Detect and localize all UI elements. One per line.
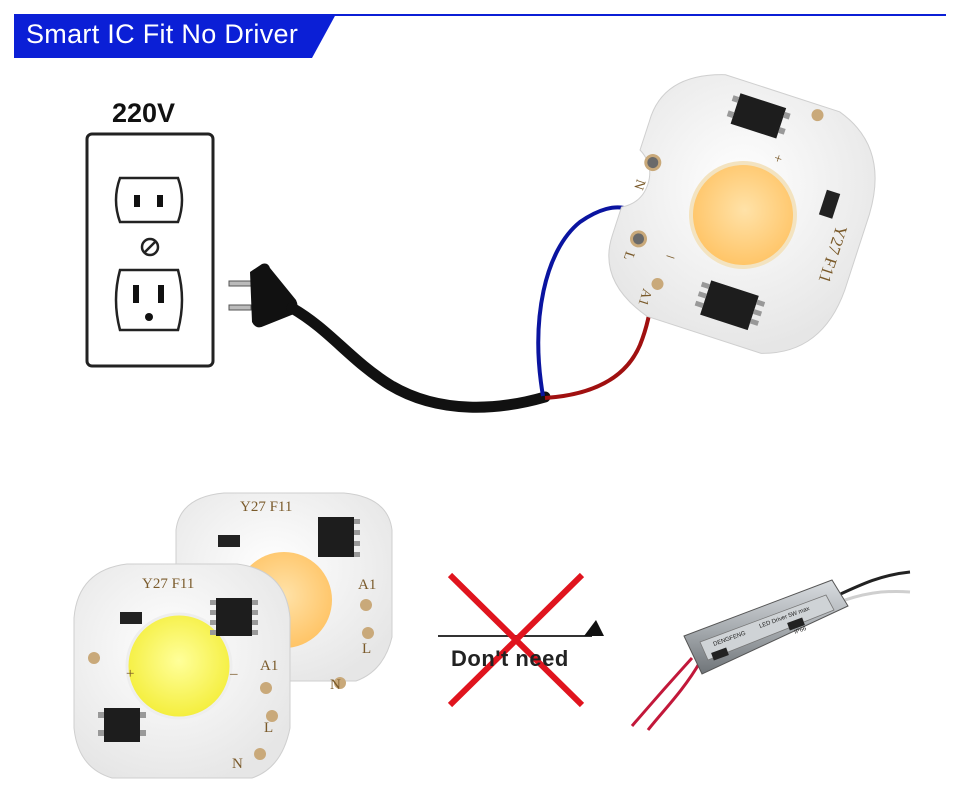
driver-rating: IP66 — [794, 626, 808, 636]
ic-chip — [726, 93, 791, 139]
ic-chip-2 — [98, 708, 146, 742]
pin-label-a1: A1 — [260, 658, 278, 674]
power-cord — [286, 302, 551, 413]
pin-label-a1: A1 — [635, 287, 655, 308]
resistor — [120, 612, 142, 624]
outlet-screw — [140, 237, 160, 257]
plus-mark: + — [126, 666, 134, 682]
led-module-top: N L A1 Y27 F11 + – — [608, 74, 876, 354]
pin-label-n: N — [232, 756, 243, 772]
outlet-socket-bottom — [114, 268, 184, 332]
outlet-socket-top — [114, 176, 184, 224]
banner-title: Smart IC Fit No Driver — [26, 19, 299, 49]
pin-label-l: L — [362, 641, 371, 657]
solder-pad-bottom — [651, 277, 664, 290]
pin-label-l: L — [264, 720, 273, 736]
ic-chip — [210, 598, 258, 636]
ic-chip-2 — [694, 280, 766, 331]
dont-need-label: Don't need — [451, 646, 569, 671]
neutral-wire — [536, 205, 625, 397]
live-wire — [544, 296, 654, 400]
driver-input-wires — [630, 656, 694, 727]
minus-mark: – — [229, 666, 238, 682]
power-plug — [228, 263, 298, 328]
wall-outlet — [85, 132, 215, 368]
resistor — [218, 535, 240, 547]
solder-pad-l — [630, 230, 648, 248]
ic-chip — [318, 517, 360, 557]
solder-pad-top — [811, 109, 824, 122]
model-label: Y27 F11 — [142, 576, 194, 592]
voltage-label: 220V — [112, 98, 176, 128]
cross-icon — [447, 572, 585, 708]
pin-label-a1: A1 — [358, 577, 376, 593]
pin-label-n: N — [630, 177, 647, 191]
banner-rule — [14, 14, 946, 16]
resistor — [818, 189, 841, 219]
solder-pad-n — [644, 154, 662, 172]
model-label: Y27 F11 — [240, 499, 292, 515]
banner-background — [14, 14, 336, 58]
led-module-front: Y27 F11 A1 L N + – — [73, 563, 291, 779]
pin-label-n: N — [330, 677, 341, 693]
led-driver: DENGFENG LED Driver 5W max IP66 — [630, 570, 911, 731]
